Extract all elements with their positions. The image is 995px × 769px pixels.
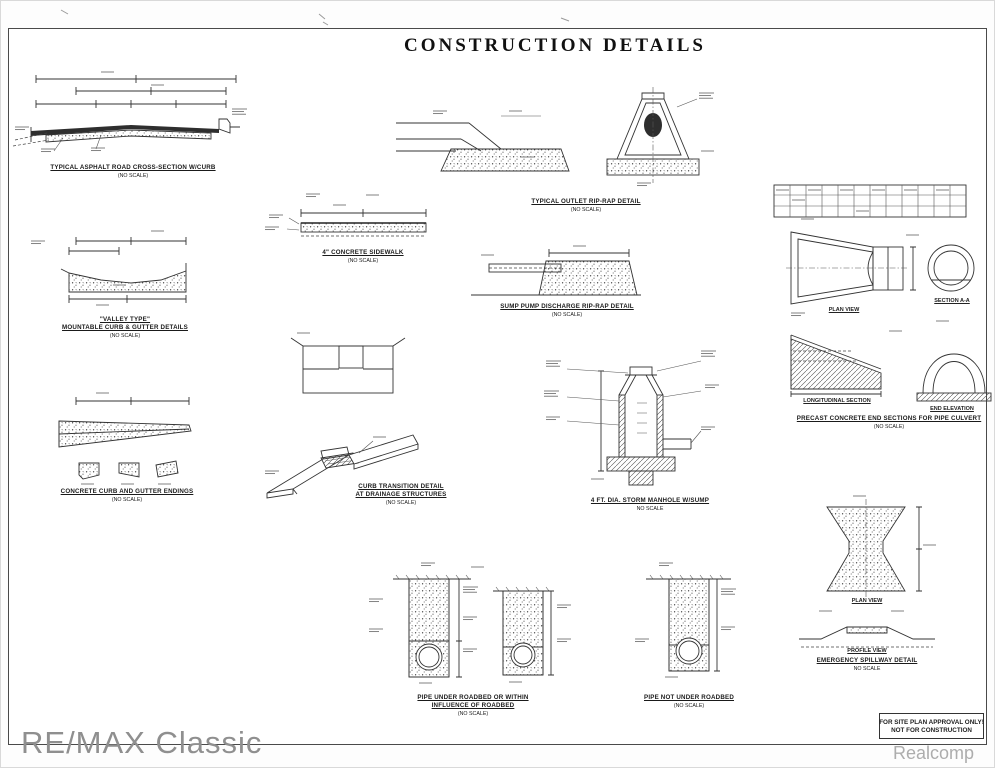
approval-note-line1: FOR SITE PLAN APPROVAL ONLY! [879, 718, 984, 726]
caption-road-title: TYPICAL ASPHALT ROAD CROSS-SECTION W/CUR… [50, 164, 216, 171]
pipe-data-table [773, 184, 967, 218]
caption-outlet-title: TYPICAL OUTLET RIP-RAP DETAIL [531, 198, 641, 205]
caption-spillway: EMERGENCY SPILLWAY DETAIL NO SCALE [817, 657, 918, 672]
watermark-remax: RE/MAX Classic [21, 725, 263, 760]
caption-sump-title: SUMP PUMP DISCHARGE RIP-RAP DETAIL [500, 303, 634, 310]
caption-pipe-not-under-scale: (NO SCALE) [673, 702, 705, 709]
pipe-under-roadbed-drawing [368, 562, 572, 684]
label-precast-section-aa: SECTION A-A [934, 298, 970, 304]
label-spillway-profile-view: PROFILE VIEW [847, 648, 887, 654]
caption-curb-endings: CONCRETE CURB AND GUTTER ENDINGS (NO SCA… [61, 488, 194, 503]
caption-sidewalk: 4" CONCRETE SIDEWALK (NO SCALE) [322, 249, 403, 264]
caption-pipe-not-under-roadbed: PIPE NOT UNDER ROADBED (NO SCALE) [644, 694, 734, 709]
outlet-riprap-drawing [396, 87, 715, 187]
caption-manhole-title: 4 FT. DIA. STORM MANHOLE W/SUMP [590, 497, 710, 504]
watermark-realcomp: Realcomp [893, 743, 975, 763]
caption-curb-endings-scale: (NO SCALE) [111, 496, 143, 503]
sidewalk-drawing [264, 193, 427, 237]
pipe-not-under-roadbed-drawing [634, 562, 737, 678]
sump-discharge-drawing [471, 245, 641, 296]
road-cross-section-drawing [12, 71, 248, 153]
caption-spillway-scale: NO SCALE [853, 665, 881, 672]
curb-transition-iso-drawing [264, 434, 419, 499]
caption-manhole: 4 FT. DIA. STORM MANHOLE W/SUMP NO SCALE [591, 497, 709, 512]
caption-spillway-title: EMERGENCY SPILLWAY DETAIL [816, 657, 918, 664]
caption-precast: PRECAST CONCRETE END SECTIONS FOR PIPE C… [797, 415, 981, 430]
label-precast-end-elevation: END ELEVATION [930, 406, 974, 412]
caption-curb-transition-scale: (NO SCALE) [385, 499, 417, 506]
precast-end-sections-drawing [786, 218, 992, 402]
caption-sidewalk-title: 4" CONCRETE SIDEWALK [322, 249, 404, 256]
caption-pipe-under-scale: (NO SCALE) [457, 710, 489, 717]
caption-curb-transition-line1: CURB TRANSITION DETAIL [358, 483, 444, 490]
label-precast-longitudinal: LONGITUDINAL SECTION [803, 398, 871, 404]
approval-note-line2: NOT FOR CONSTRUCTION [891, 726, 972, 734]
label-spillway-plan-view: PLAN VIEW [851, 598, 883, 604]
valley-curb-drawing [30, 230, 187, 306]
caption-manhole-scale: NO SCALE [636, 505, 664, 512]
caption-sidewalk-scale: (NO SCALE) [347, 257, 379, 264]
label-precast-plan-view: PLAN VIEW [828, 307, 860, 313]
caption-pipe-under-line2: INFLUENCE OF ROADBED [431, 701, 515, 709]
approval-note-box: FOR SITE PLAN APPROVAL ONLY! NOT FOR CON… [879, 713, 984, 739]
caption-valley-curb: "VALLEY TYPE" MOUNTABLE CURB & GUTTER DE… [62, 316, 188, 339]
caption-valley-line1: "VALLEY TYPE" [99, 316, 151, 323]
caption-outlet-scale: (NO SCALE) [570, 206, 602, 213]
scan-artifacts [60, 9, 570, 26]
caption-pipe-under-line1: PIPE UNDER ROADBED OR WITHIN [417, 694, 529, 701]
curb-transition-plan-drawing [290, 332, 406, 394]
caption-curb-transition-line2: AT DRAINAGE STRUCTURES [355, 490, 447, 498]
sheet-title: CONSTRUCTION DETAILS [404, 35, 706, 56]
caption-road-scale: (NO SCALE) [117, 172, 149, 179]
caption-outlet-riprap: TYPICAL OUTLET RIP-RAP DETAIL (NO SCALE) [531, 198, 640, 213]
caption-valley-scale: (NO SCALE) [109, 332, 141, 339]
caption-valley-line2: MOUNTABLE CURB & GUTTER DETAILS [62, 323, 188, 331]
curb-endings-drawing [58, 392, 192, 485]
caption-precast-title: PRECAST CONCRETE END SECTIONS FOR PIPE C… [796, 415, 982, 422]
caption-curb-transition: CURB TRANSITION DETAIL AT DRAINAGE STRUC… [356, 483, 447, 506]
spillway-drawing [799, 495, 937, 648]
caption-curb-endings-title: CONCRETE CURB AND GUTTER ENDINGS [60, 488, 194, 495]
caption-precast-scale: (NO SCALE) [873, 423, 905, 430]
caption-road-cross-section: TYPICAL ASPHALT ROAD CROSS-SECTION W/CUR… [50, 164, 215, 179]
caption-pipe-not-under-title: PIPE NOT UNDER ROADBED [643, 694, 735, 701]
caption-sump-scale: (NO SCALE) [551, 311, 583, 318]
caption-sump-discharge: SUMP PUMP DISCHARGE RIP-RAP DETAIL (NO S… [500, 303, 634, 318]
storm-manhole-drawing [543, 350, 720, 486]
caption-pipe-under-roadbed: PIPE UNDER ROADBED OR WITHIN INFLUENCE O… [417, 694, 528, 717]
